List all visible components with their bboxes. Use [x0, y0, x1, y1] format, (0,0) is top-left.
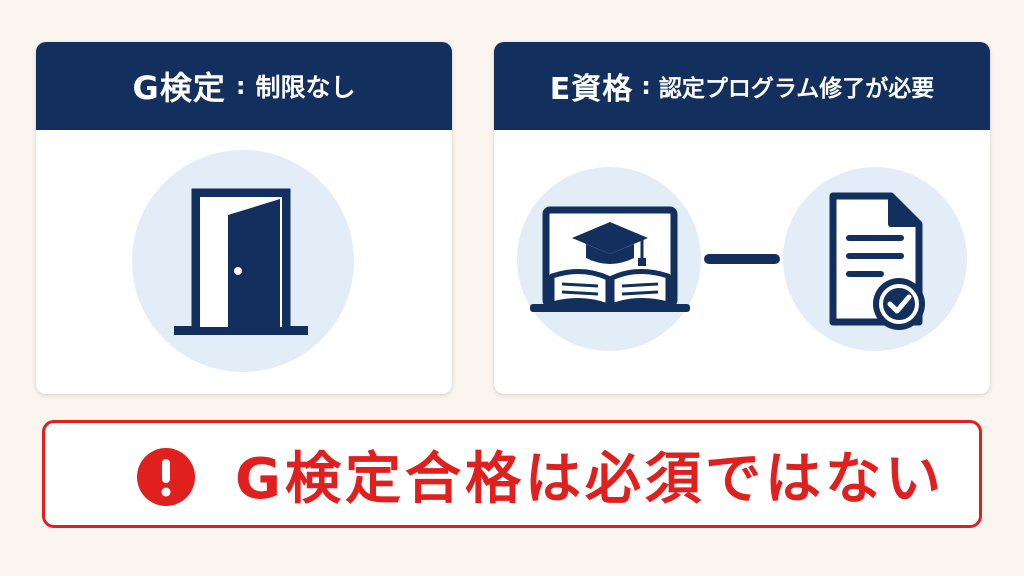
g-kentei-card: G検定 : 制限なし	[36, 42, 452, 394]
online-course-icon	[530, 206, 690, 312]
notice-text: G検定合格は必須ではない	[235, 446, 945, 512]
e-shikaku-separator: :	[641, 72, 651, 100]
e-shikaku-requirement: 認定プログラム修了が必要	[658, 76, 935, 102]
g-kentei-requirement: 制限なし	[255, 73, 356, 102]
g-kentei-separator: :	[235, 72, 246, 100]
g-kentei-title: G検定	[132, 69, 226, 107]
g-kentei-header: G検定 : 制限なし	[36, 42, 452, 130]
connector-line	[704, 254, 780, 264]
e-shikaku-header: E資格 : 認定プログラム修了が必要	[494, 42, 990, 130]
e-shikaku-card: E資格 : 認定プログラム修了が必要	[494, 42, 990, 394]
e-shikaku-title: E資格	[549, 72, 634, 107]
door-icon	[174, 188, 308, 335]
notice-banner: G検定合格は必須ではない	[42, 420, 982, 528]
exclamation-icon	[137, 448, 195, 506]
certificate-check-icon	[829, 192, 925, 330]
